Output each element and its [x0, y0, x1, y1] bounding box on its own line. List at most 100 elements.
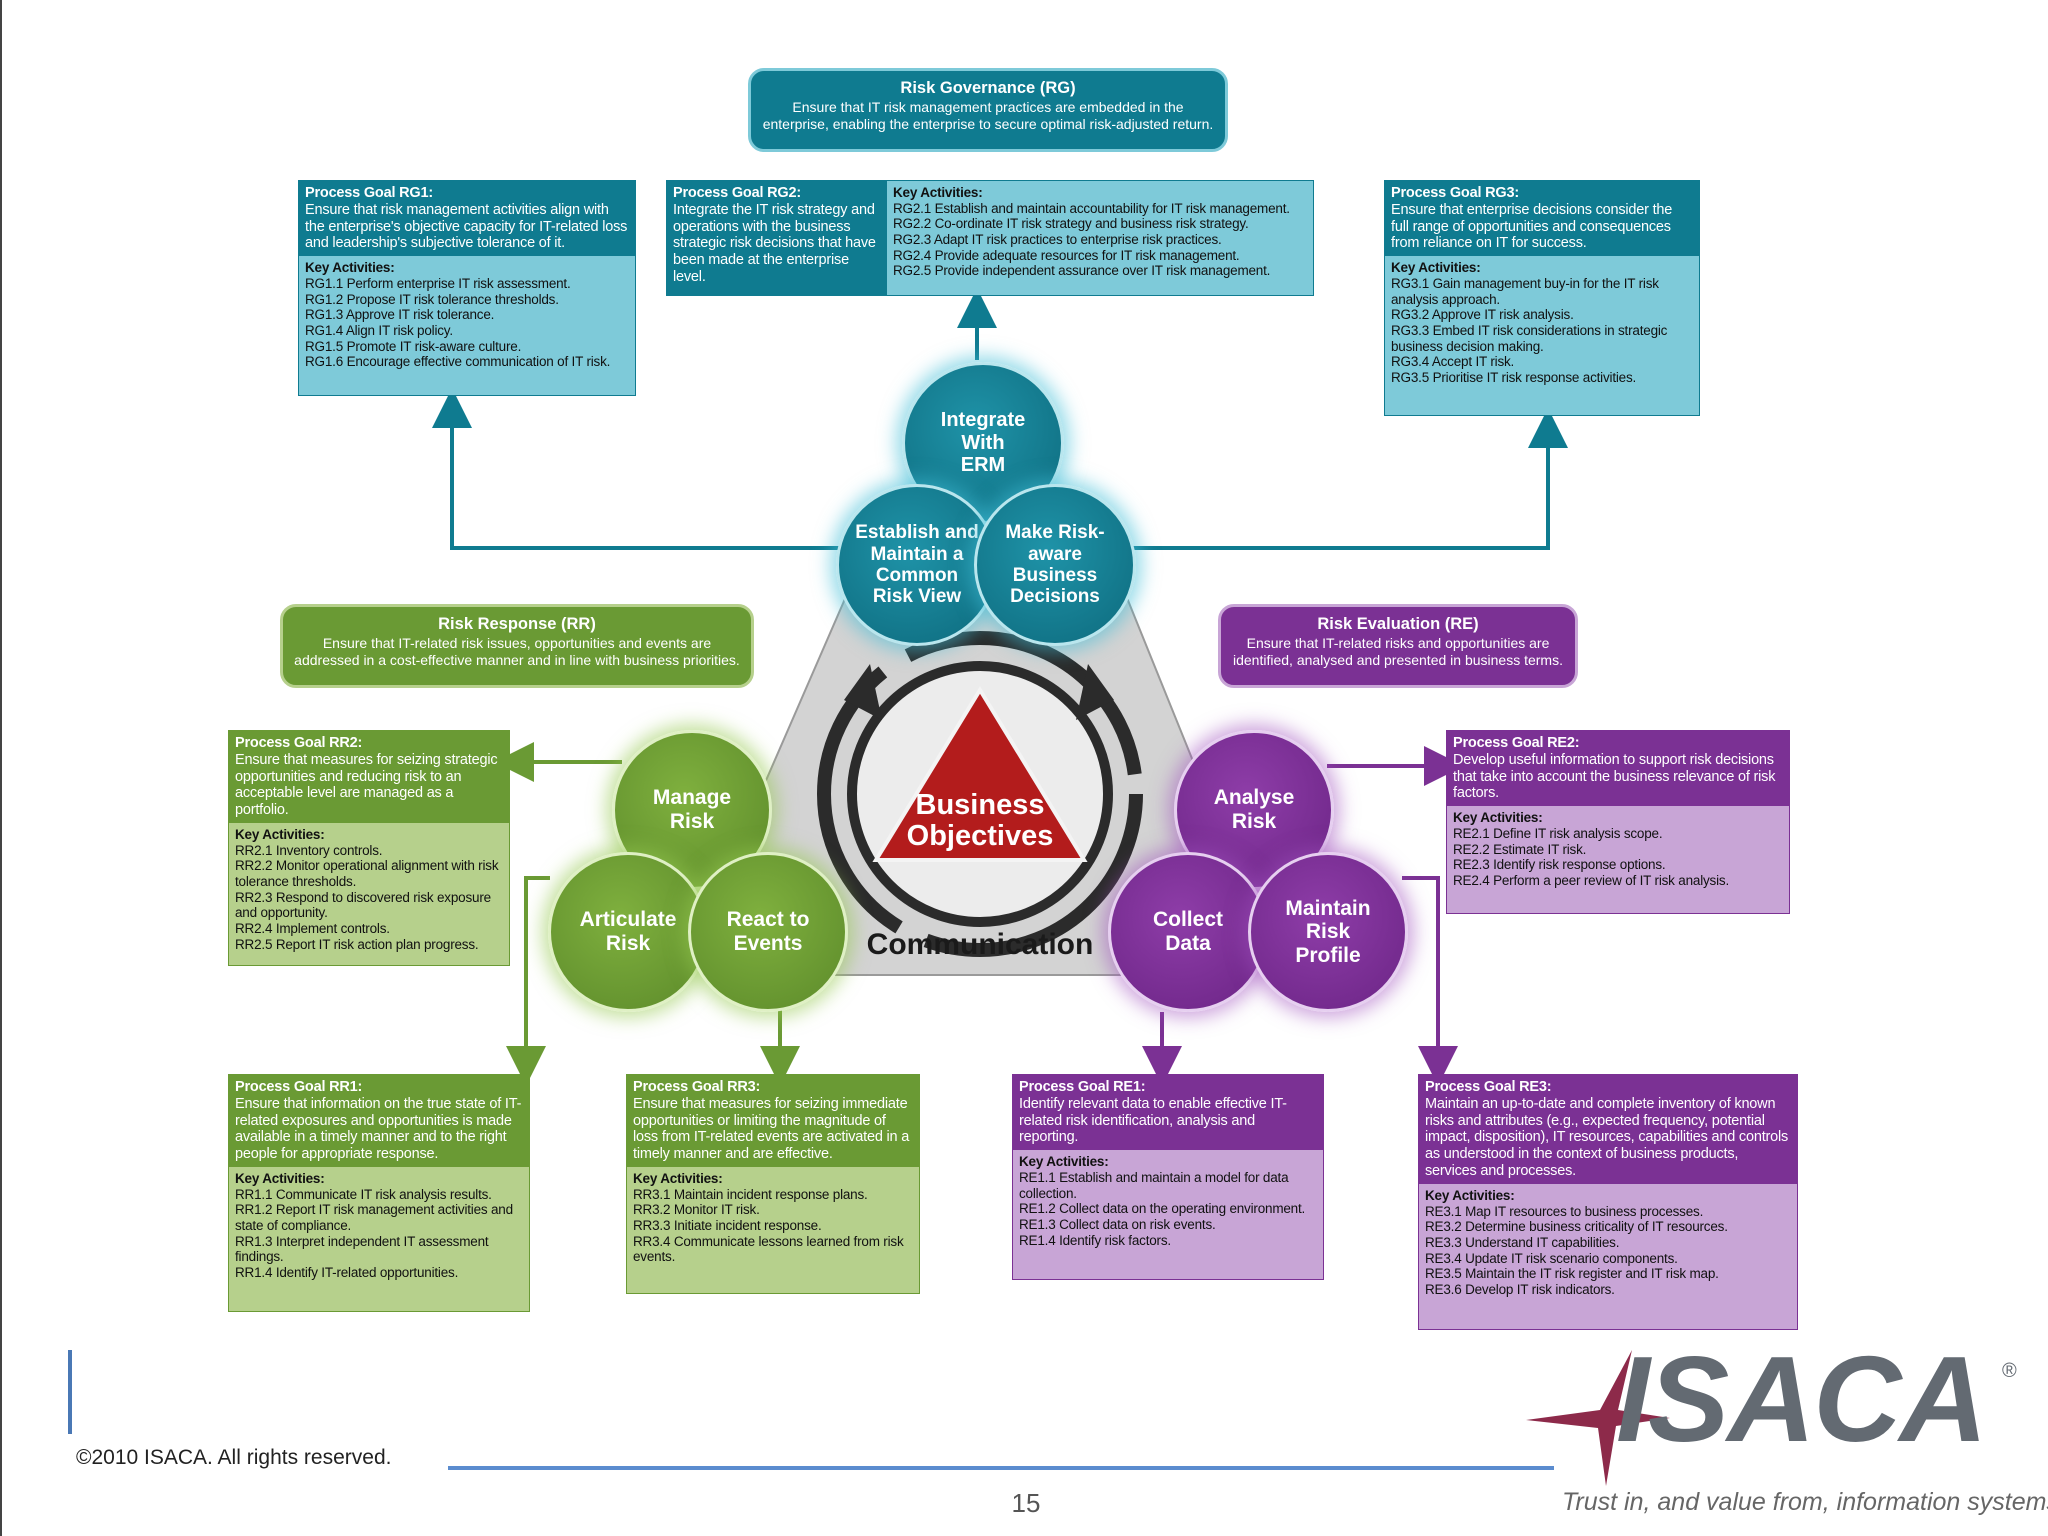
- rg3-activity: RG3.1 Gain management buy-in for the IT …: [1391, 275, 1659, 307]
- collect-data-circle: Collect Data: [1108, 852, 1268, 1012]
- re2-activity: RE2.2 Estimate IT risk.: [1453, 841, 1587, 857]
- rr2-activity: RR2.1 Inventory controls.: [235, 842, 383, 858]
- communication-label: Communication: [866, 928, 1094, 961]
- analyse-risk-label: Analyse Risk: [1213, 786, 1295, 833]
- rr2-text: Ensure that measures for seizing strateg…: [235, 751, 498, 819]
- risk-response-text: Ensure that IT-related risk issues, oppo…: [294, 634, 740, 668]
- rg1-key-label: Key Activities:: [305, 260, 395, 276]
- risk-response-title: Risk Response (RR): [438, 615, 596, 633]
- process-goal-rr2: Process Goal RR2:Ensure that measures fo…: [228, 730, 510, 966]
- re1-activity: RE1.2 Collect data on the operating envi…: [1019, 1201, 1306, 1217]
- rr1-activity: RR1.3 Interpret independent IT assessmen…: [235, 1233, 489, 1265]
- rg2-activity: RG2.5 Provide independent assurance over…: [893, 263, 1271, 279]
- re3-title: Process Goal RE3:: [1425, 1079, 1552, 1095]
- rr1-activity: RR1.4 Identify IT-related opportunities.: [235, 1265, 459, 1280]
- risk-evaluation-title: Risk Evaluation (RE): [1317, 615, 1479, 633]
- rg3-activity: RG3.3 Embed IT risk considerations in st…: [1391, 322, 1668, 354]
- risk-evaluation-banner: Risk Evaluation (RE) Ensure that IT-rela…: [1218, 604, 1578, 688]
- process-goal-rr3: Process Goal RR3:Ensure that measures fo…: [626, 1074, 920, 1294]
- footer-divider: [448, 1466, 1554, 1470]
- re1-title: Process Goal RE1:: [1019, 1079, 1146, 1095]
- rr2-activity: RR2.3 Respond to discovered risk exposur…: [235, 889, 491, 921]
- business-objectives-label: Business Objectives: [906, 789, 1054, 853]
- rg1-title: Process Goal RG1:: [305, 185, 433, 201]
- re2-activity: RE2.3 Identify risk response options.: [1453, 857, 1666, 873]
- rg1-activity: RG1.5 Promote IT risk-aware culture.: [305, 338, 522, 354]
- rr2-activity: RR2.4 Implement controls.: [235, 921, 390, 936]
- maintain-risk-profile-label: Maintain Risk Profile: [1285, 896, 1371, 967]
- rr1-key-label: Key Activities:: [235, 1171, 325, 1187]
- re3-activity: RE3.4 Update IT risk scenario components…: [1425, 1250, 1678, 1266]
- rg2-text: Integrate the IT risk strategy and opera…: [673, 201, 876, 286]
- rr3-activity: RR3.2 Monitor IT risk.: [633, 1202, 760, 1218]
- rg1-activity: RG1.4 Align IT risk policy.: [305, 322, 453, 338]
- rr1-title: Process Goal RR1:: [235, 1079, 363, 1095]
- rg3-activity: RG3.2 Approve IT risk analysis.: [1391, 307, 1574, 323]
- rg2-key-label: Key Activities:: [893, 185, 983, 200]
- rr3-activity: RR3.1 Maintain incident response plans.: [633, 1186, 868, 1202]
- process-goal-re3: Process Goal RE3:Maintain an up-to-date …: [1418, 1074, 1798, 1330]
- re1-activity: RE1.4 Identify risk factors.: [1019, 1232, 1171, 1248]
- cycle-ring-outer: [817, 631, 1143, 957]
- process-goal-rg1: Process Goal RG1:Ensure that risk manage…: [298, 180, 636, 396]
- isaca-logo-text: ISACA: [1616, 1331, 1988, 1467]
- re3-activity: RE3.3 Understand IT capabilities.: [1425, 1234, 1620, 1250]
- risk-evaluation-text: Ensure that IT-related risks and opportu…: [1233, 634, 1563, 668]
- arrow-to-rg1: [432, 388, 842, 550]
- rg3-text: Ensure that enterprise decisions conside…: [1391, 201, 1673, 252]
- rg3-key-label: Key Activities:: [1391, 260, 1481, 276]
- re3-activity: RE3.1 Map IT resources to business proce…: [1425, 1203, 1704, 1219]
- rr3-title: Process Goal RR3:: [633, 1079, 761, 1095]
- risk-governance-title: Risk Governance (RG): [900, 79, 1076, 97]
- rg3-activity: RG3.5 Prioritise IT risk response activi…: [1391, 369, 1637, 385]
- rg1-text: Ensure that risk management activities a…: [305, 201, 628, 252]
- rr3-activity: RR3.3 Initiate incident response.: [633, 1218, 822, 1234]
- arrow-to-rr1: [506, 876, 550, 1086]
- re3-key-label: Key Activities:: [1425, 1187, 1515, 1203]
- re1-activity: RE1.1 Establish and maintain a model for…: [1019, 1169, 1289, 1201]
- re1-activity: RE1.3 Collect data on risk events.: [1019, 1216, 1216, 1232]
- cycle-arrowhead-right: [1076, 664, 1114, 720]
- re1-key-label: Key Activities:: [1019, 1154, 1109, 1170]
- react-to-events-circle: React to Events: [688, 852, 848, 1012]
- registered-mark: ®: [2002, 1360, 2017, 1382]
- rr2-title: Process Goal RR2:: [235, 735, 363, 751]
- rg1-activity: RG1.1 Perform enterprise IT risk assessm…: [305, 275, 571, 291]
- risk-aware-decisions-label: Make Risk-aware Business Decisions: [1005, 522, 1105, 608]
- rr1-text: Ensure that information on the true stat…: [235, 1095, 522, 1163]
- re2-text: Develop useful information to support ri…: [1453, 751, 1776, 802]
- isaca-tagline: Trust in, and value from, information sy…: [1562, 1488, 2048, 1516]
- common-risk-view-circle: Establish and Maintain a Common Risk Vie…: [836, 484, 998, 646]
- left-accent-bar: [68, 1350, 72, 1434]
- process-goal-re1: Process Goal RE1:Identify relevant data …: [1012, 1074, 1324, 1280]
- rr3-key-label: Key Activities:: [633, 1171, 723, 1187]
- rr2-key-label: Key Activities:: [235, 827, 325, 843]
- react-to-events-label: React to Events: [726, 908, 810, 955]
- rg2-activity: RG2.4 Provide adequate resources for IT …: [893, 247, 1240, 263]
- integrate-with-erm-label: Integrate With ERM: [940, 409, 1026, 477]
- process-goal-rg2: Process Goal RG2:Integrate the IT risk s…: [666, 180, 1314, 296]
- rr1-activity: RR1.2 Report IT risk management activiti…: [235, 1202, 513, 1234]
- risk-governance-text: Ensure that IT risk management practices…: [762, 98, 1214, 132]
- risk-aware-decisions-circle: Make Risk-aware Business Decisions: [974, 484, 1136, 646]
- page-number: 15: [1011, 1488, 1041, 1518]
- rg2-activity: RG2.1 Establish and maintain accountabil…: [893, 200, 1290, 216]
- re2-title: Process Goal RE2:: [1453, 735, 1580, 751]
- copyright-text: ©2010 ISACA. All rights reserved.: [76, 1446, 392, 1469]
- rr2-activity: RR2.2 Monitor operational alignment with…: [235, 858, 499, 890]
- re2-activity: RE2.4 Perform a peer review of IT risk a…: [1453, 872, 1730, 888]
- rr3-activity: RR3.4 Communicate lessons learned from r…: [633, 1233, 904, 1265]
- articulate-risk-circle: Articulate Risk: [548, 852, 708, 1012]
- process-goal-rr1: Process Goal RR1:Ensure that information…: [228, 1074, 530, 1312]
- rg1-activity: RG1.3 Approve IT risk tolerance.: [305, 307, 495, 323]
- rr2-activity: RR2.5 Report IT risk action plan progres…: [235, 936, 479, 952]
- re2-key-label: Key Activities:: [1453, 810, 1543, 826]
- articulate-risk-label: Articulate Risk: [579, 908, 677, 955]
- arrow-to-rg3: [1132, 408, 1568, 550]
- rg2-title: Process Goal RG2:: [673, 185, 801, 201]
- rg1-activity: RG1.6 Encourage effective communication …: [305, 354, 611, 370]
- rg2-activity: RG2.3 Adapt IT risk practices to enterpr…: [893, 231, 1222, 247]
- rr3-text: Ensure that measures for seizing immedia…: [633, 1095, 910, 1163]
- rg1-activity: RG1.2 Propose IT risk tolerance threshol…: [305, 291, 559, 307]
